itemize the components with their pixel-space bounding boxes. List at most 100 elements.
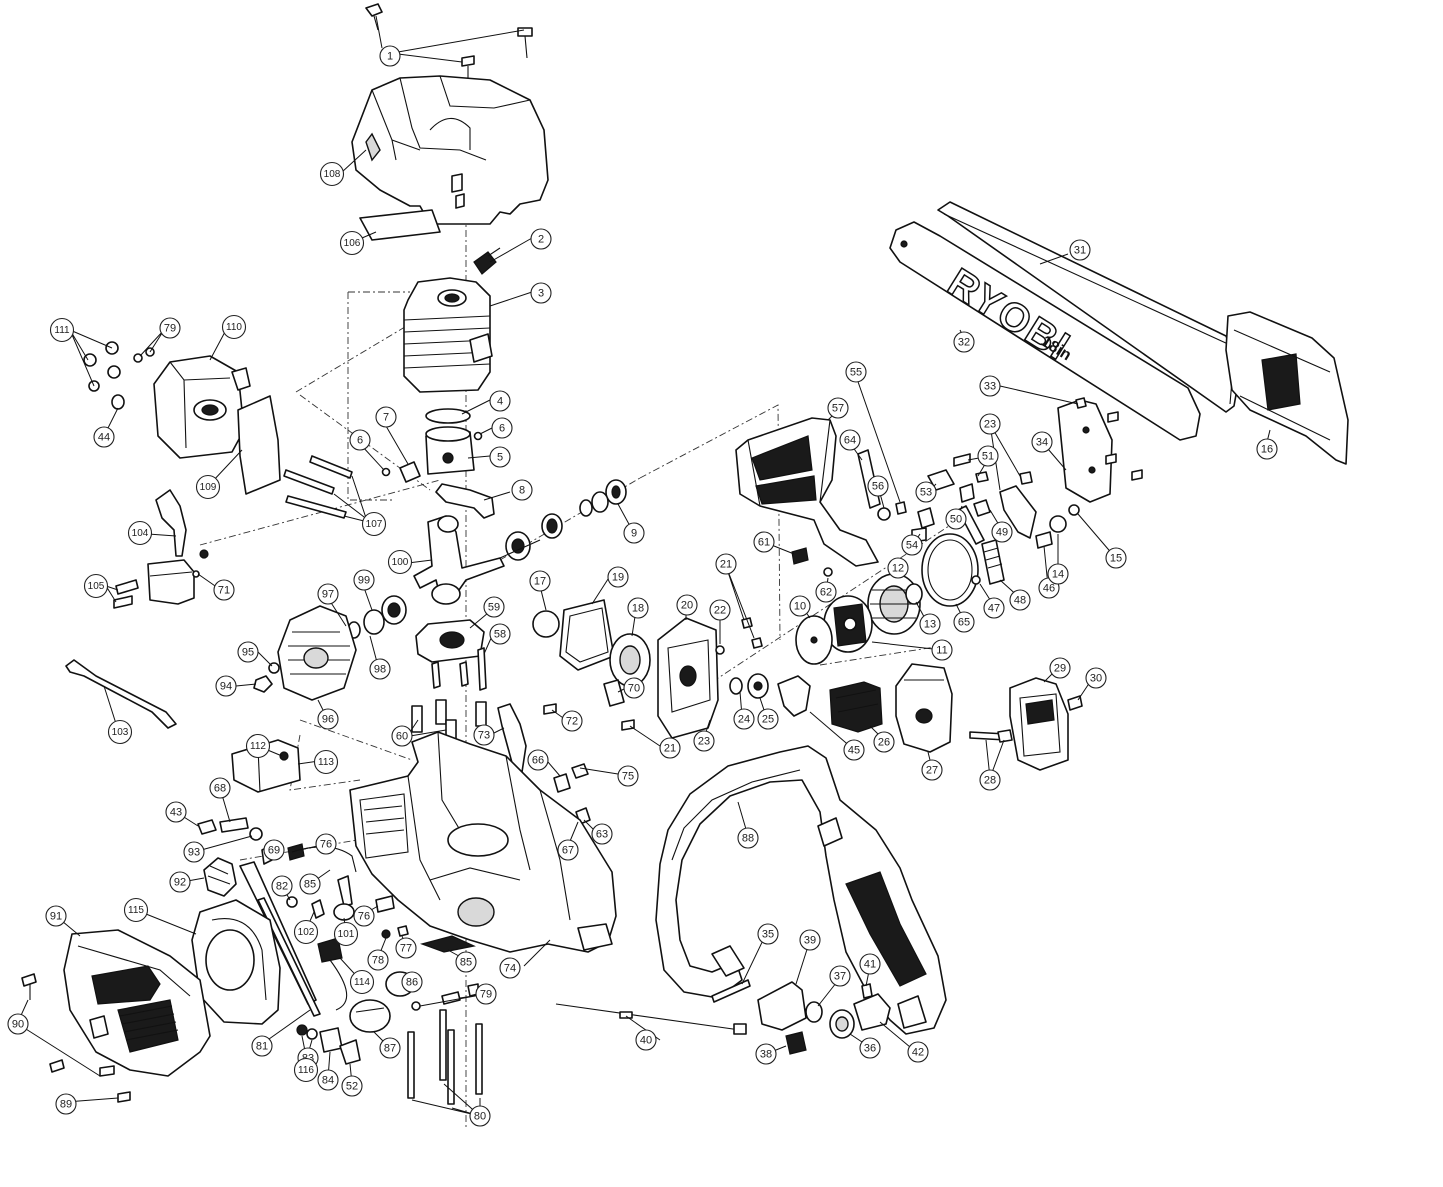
callout-label: 92 [174,877,186,889]
carburetor [829,681,883,733]
callout-label: 65 [958,617,970,629]
crank-bearing-left [347,595,407,639]
callout-label: 55 [850,367,862,379]
callout-76a: 76 [315,833,337,855]
callout-43: 43 [165,801,187,823]
callout-label: 109 [200,482,217,493]
callout-label: 115 [128,905,144,916]
callout-99: 99 [353,569,375,591]
callout-label: 63 [596,829,608,841]
air-box-27 [895,663,953,753]
callout-label: 51 [982,451,994,463]
callout-88: 88 [737,827,759,849]
callout-23b: 23 [979,413,1001,435]
callout-label: 29 [1054,663,1066,675]
piston-ring [425,408,471,424]
callout-52: 52 [341,1075,363,1097]
callout-label: 99 [358,575,370,587]
callout-label: 50 [950,514,962,526]
callout-91: 91 [45,905,67,927]
callout-31: 31 [1069,239,1091,261]
callout-label: 64 [844,435,856,447]
callout-label: 93 [188,847,200,859]
callout-label: 13 [924,619,936,631]
callout-20: 20 [676,594,698,616]
bar-wrench [65,659,177,729]
callout-label: 112 [250,741,266,752]
callout-111: 111 [49,317,75,343]
callout-86: 86 [401,971,423,993]
muffler-nuts [83,341,155,392]
callout-110: 110 [221,314,247,340]
intake-bracket [435,483,495,519]
callout-45: 45 [843,739,865,761]
callout-label: 45 [848,745,860,757]
screw-30 [1067,695,1083,711]
callout-label: 91 [50,911,62,923]
callout-5: 5 [489,446,511,468]
callout-60: 60 [391,725,413,747]
callout-22: 22 [709,599,731,621]
callout-85b: 85 [455,951,477,973]
grommet-82 [286,896,298,908]
callout-18: 18 [627,597,649,619]
pin-47 [971,575,981,585]
callout-50: 50 [945,508,967,530]
screw-77 [397,925,409,937]
switch-38 [785,1031,807,1055]
callout-100: 100 [387,549,413,575]
callout-12: 12 [887,557,909,579]
bolts-28 [969,729,1013,743]
worm-gear-hub [753,681,763,691]
callout-label: 40 [640,1035,652,1047]
callout-label: 59 [488,602,500,614]
callout-85a: 85 [299,873,321,895]
pin-55 [895,501,907,515]
switch-76 [287,843,305,861]
callout-3: 3 [530,282,552,304]
callout-7: 7 [375,406,397,428]
washer-56 [877,507,891,521]
callout-label: 21 [720,559,732,571]
callout-label: 10 [794,601,806,613]
callout-54: 54 [901,534,923,556]
washer [111,394,125,410]
oil-line [777,675,811,717]
callout-label: 88 [742,833,754,845]
callout-label: 34 [1036,437,1048,449]
callout-59: 59 [483,596,505,618]
callout-label: 87 [384,1043,396,1055]
callout-21b: 21 [659,737,681,759]
callout-66: 66 [527,749,549,771]
callout-label: 49 [996,527,1008,539]
callout-label: 21 [664,743,676,755]
callout-70: 70 [623,677,645,699]
callout-label: 84 [322,1075,334,1087]
callout-49: 49 [991,521,1013,543]
piston-pin-clip [473,431,483,441]
callout-label: 82 [276,881,288,893]
callout-72: 72 [561,710,583,732]
clutch-shoe [823,595,873,653]
callout-79a: 79 [159,317,181,339]
callout-label: 6 [499,423,505,435]
callout-label: 5 [497,452,503,464]
throttle-39 [757,981,807,1031]
callout-label: 56 [872,481,884,493]
callout-label: 37 [834,971,846,983]
callout-label: 25 [762,714,774,726]
callout-90: 90 [7,1013,29,1035]
callout-82: 82 [271,875,293,897]
worm-gear-spring [729,677,743,695]
callout-101: 101 [333,921,359,947]
callout-21a: 21 [715,553,737,575]
callout-112: 112 [245,733,271,759]
callout-label: 69 [268,845,280,857]
callout-105: 105 [83,573,109,599]
callout-label: 97 [322,589,334,601]
spring-37 [805,1001,823,1023]
callout-label: 114 [354,977,370,988]
brake-spring [981,539,1005,585]
clutch-side-cover [1225,311,1349,465]
